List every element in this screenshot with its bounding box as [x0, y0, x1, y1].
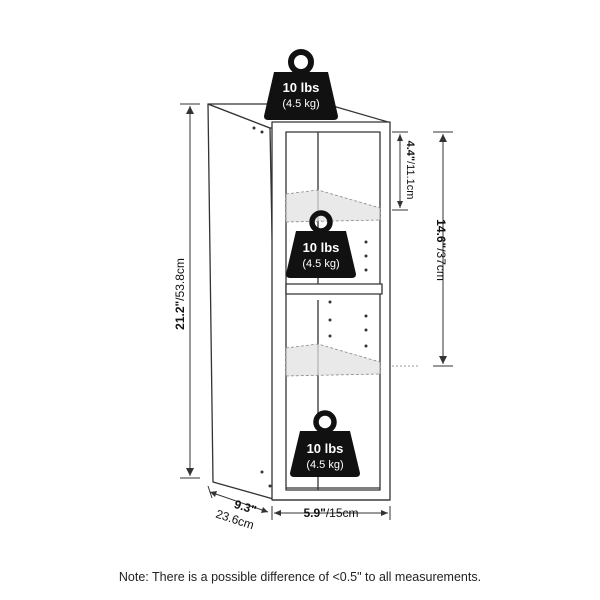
- weight-top-kg: (4.5 kg): [282, 98, 319, 110]
- weight-icon-bottom: 10 lbs (4.5 kg): [290, 410, 360, 477]
- height-dimension-label: 21.2"/53.8cm: [173, 258, 187, 330]
- shelf-side-panel: [207, 103, 278, 501]
- depth-dimension-in: 9.3": [232, 497, 258, 517]
- weight-icon-top: 10 lbs (4.5 kg): [264, 49, 338, 120]
- gap-dimension-label: 4.4"/11.1cm: [404, 141, 416, 200]
- shelf-fixed-middle: [285, 283, 383, 295]
- weight-bottom-kg: (4.5 kg): [306, 459, 343, 471]
- weight-bottom-lbs: 10 lbs: [307, 441, 344, 456]
- measurement-note: Note: There is a possible difference of …: [118, 570, 482, 584]
- weight-top-lbs: 10 lbs: [283, 80, 320, 95]
- weight-middle-lbs: 10 lbs: [303, 240, 340, 255]
- adjustable-shelf-upper: [285, 189, 381, 223]
- weight-icon-middle: 10 lbs (4.5 kg): [286, 210, 356, 278]
- depth-dimension-label: 9.3" 23.6cm: [214, 497, 258, 532]
- adjustable-shelf-lower: [285, 343, 381, 377]
- cubby-dimension-label: 14.6"/37cm: [434, 219, 448, 281]
- weight-middle-kg: (4.5 kg): [302, 258, 339, 270]
- adjustable-shelves: [285, 189, 381, 377]
- width-dimension-label: 5.9"/15cm: [303, 506, 358, 520]
- shelf-pin-holes: [252, 126, 368, 488]
- dimension-lines: [180, 103, 453, 520]
- dimension-arrowheads: [186, 106, 447, 516]
